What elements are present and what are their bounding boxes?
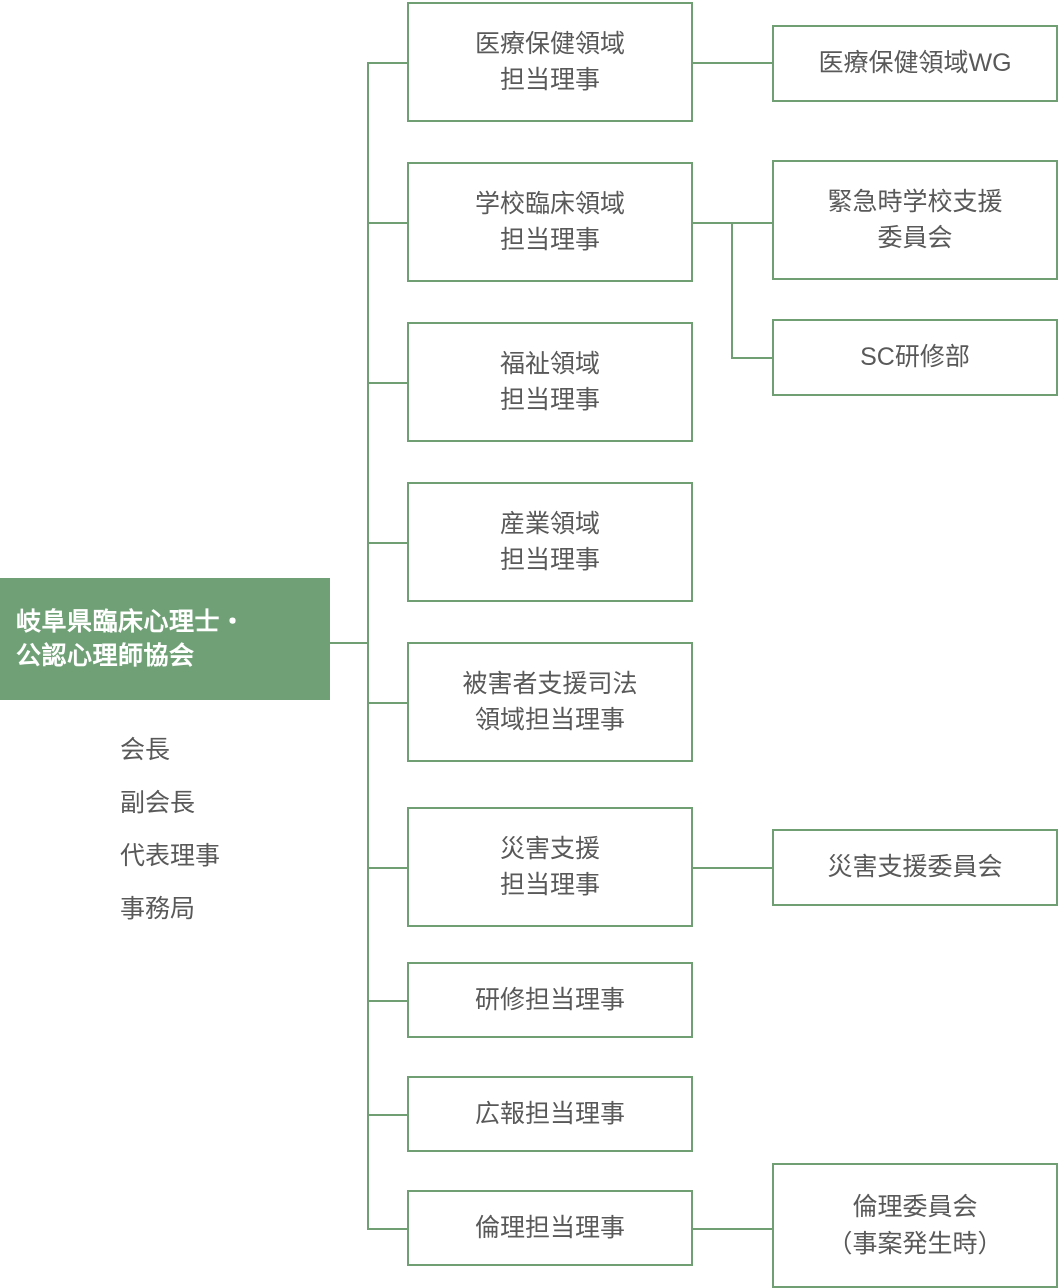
node-label: 産業領域 担当理事 — [499, 509, 600, 574]
node-label: 倫理委員会 （事案発生時） — [827, 1193, 1003, 1258]
node-label: 倫理担当理事 — [474, 1213, 625, 1242]
officer-item-vice-chairman: 副会長 — [120, 789, 196, 817]
connector-stub-victim — [367, 702, 408, 704]
node-label: 被害者支援司法 領域担当理事 — [462, 669, 638, 734]
connector-stub-ethics — [367, 1228, 408, 1230]
connector-school-branch-vertical — [731, 222, 733, 358]
connector-stub-pr — [367, 1114, 408, 1116]
node-director-disaster[interactable]: 災害支援 担当理事 — [407, 807, 693, 927]
node-committee-medical-wg[interactable]: 医療保健領域WG — [772, 25, 1058, 102]
connector-stub-disaster — [367, 867, 408, 869]
node-label: 医療保健領域 担当理事 — [474, 29, 625, 94]
node-label: 緊急時学校支援 委員会 — [827, 187, 1003, 252]
node-director-public-relations[interactable]: 広報担当理事 — [407, 1076, 693, 1152]
node-director-ethics[interactable]: 倫理担当理事 — [407, 1190, 693, 1266]
node-label: 研修担当理事 — [474, 985, 625, 1014]
node-label: 学校臨床領域 担当理事 — [474, 189, 625, 254]
node-director-school[interactable]: 学校臨床領域 担当理事 — [407, 162, 693, 282]
node-label: SC研修部 — [860, 343, 970, 372]
node-director-industry[interactable]: 産業領域 担当理事 — [407, 482, 693, 602]
node-director-welfare[interactable]: 福祉領域 担当理事 — [407, 322, 693, 442]
node-director-training[interactable]: 研修担当理事 — [407, 962, 693, 1038]
node-label: 災害支援 担当理事 — [499, 834, 600, 899]
connector-root-to-spine — [330, 642, 368, 644]
organization-title-line-1: 岐阜県臨床心理士・ — [16, 608, 246, 636]
connector-stub-school — [367, 222, 408, 224]
connector-stub-medical — [367, 62, 408, 64]
connector-stub-training — [367, 1000, 408, 1002]
node-director-victim-support[interactable]: 被害者支援司法 領域担当理事 — [407, 642, 693, 762]
officer-item-secretariat: 事務局 — [120, 895, 196, 923]
node-committee-ethics[interactable]: 倫理委員会 （事案発生時） — [772, 1163, 1058, 1288]
connector-disaster-to-committee — [693, 867, 774, 869]
connector-spine-vertical — [367, 62, 369, 1228]
officer-list: 会長 副会長 代表理事 事務局 — [120, 724, 340, 936]
connector-stub-industry — [367, 542, 408, 544]
node-director-medical[interactable]: 医療保健領域 担当理事 — [407, 2, 693, 122]
node-committee-sc-training[interactable]: SC研修部 — [772, 319, 1058, 396]
node-label: 医療保健領域WG — [818, 49, 1012, 78]
connector-stub-welfare — [367, 382, 408, 384]
connector-junction-to-sc-training — [731, 357, 774, 359]
connector-medical-to-wg — [693, 62, 774, 64]
officer-item-chairman: 会長 — [120, 736, 171, 764]
node-committee-disaster-support[interactable]: 災害支援委員会 — [772, 829, 1058, 906]
node-committee-emergency-school-support[interactable]: 緊急時学校支援 委員会 — [772, 160, 1058, 280]
connector-ethics-to-committee — [693, 1228, 774, 1230]
node-label: 福祉領域 担当理事 — [499, 349, 600, 414]
officer-item-representative-director: 代表理事 — [120, 842, 221, 870]
organization-title-line-2: 公認心理師協会 — [16, 642, 195, 670]
organization-title-box: 岐阜県臨床心理士・ 公認心理師協会 — [0, 578, 330, 700]
node-label: 災害支援委員会 — [827, 853, 1003, 882]
node-label: 広報担当理事 — [474, 1099, 625, 1128]
connector-school-to-junction — [693, 222, 774, 224]
